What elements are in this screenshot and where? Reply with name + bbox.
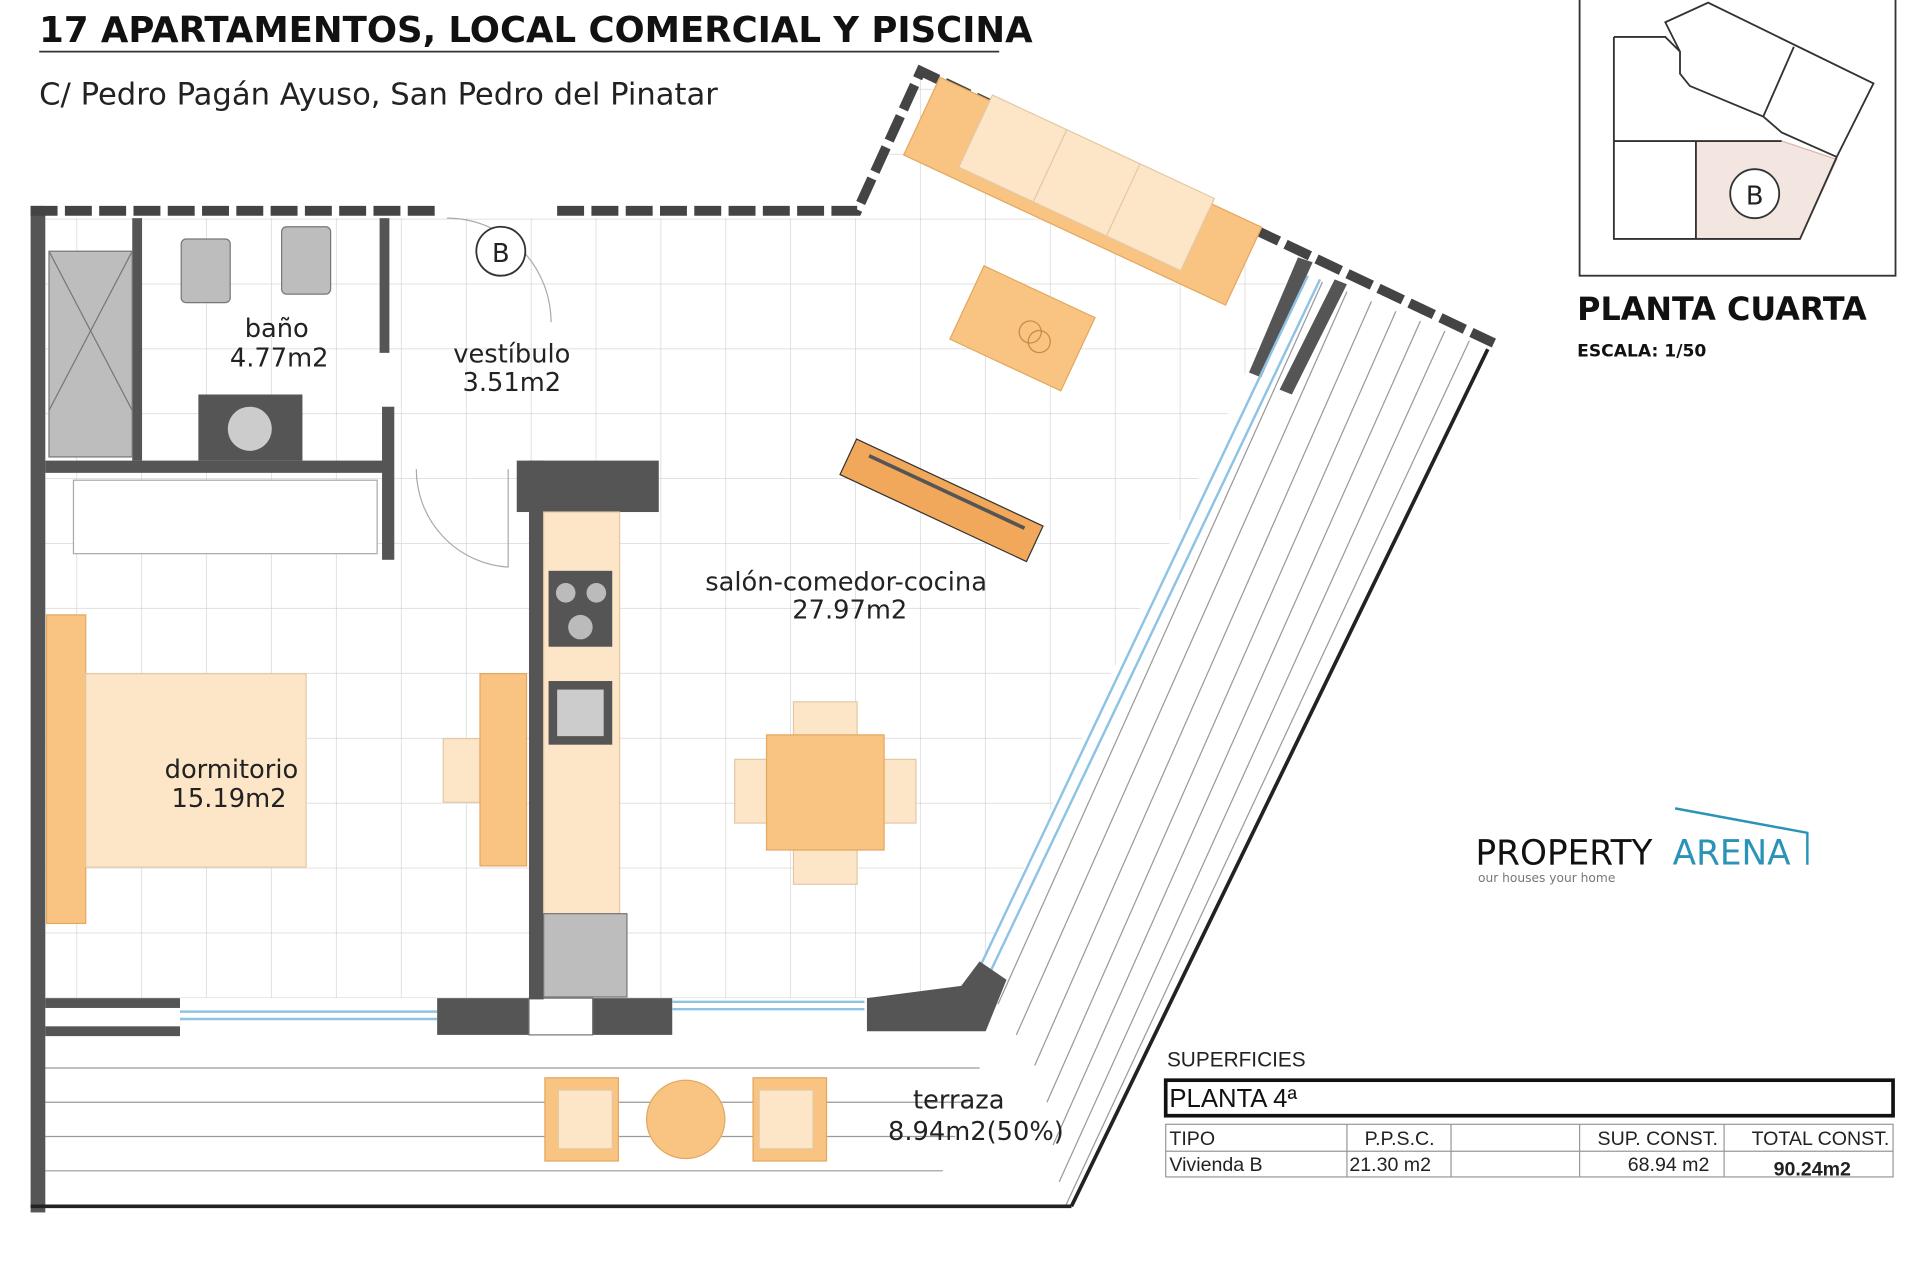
kitchen-counter bbox=[543, 511, 628, 998]
logo-part1: PROPERTY bbox=[1476, 834, 1653, 874]
surfaces-heading: SUPERFICIES bbox=[1167, 1049, 1306, 1072]
desk bbox=[442, 673, 528, 867]
room-area-living: 27.97m2 bbox=[792, 596, 907, 626]
bed bbox=[45, 614, 307, 925]
sofa bbox=[902, 76, 1263, 306]
terrace-furniture bbox=[544, 1077, 828, 1162]
room-area-bedroom: 15.19m2 bbox=[171, 784, 286, 814]
coffee-table bbox=[949, 265, 1096, 392]
room-name-terrace: terraza bbox=[913, 1085, 1005, 1115]
room-area-terrace: 8.94m2(50%) bbox=[888, 1117, 1064, 1147]
room-name-bedroom: dormitorio bbox=[165, 755, 299, 785]
col-tipo: TIPO bbox=[1169, 1128, 1215, 1150]
key-plan-marker: B bbox=[1746, 182, 1764, 212]
interior-walls bbox=[45, 218, 659, 1000]
tv-unit bbox=[839, 438, 1044, 563]
scale-label: ESCALA: 1/50 bbox=[1577, 342, 1706, 362]
logo-tagline: our houses your home bbox=[1478, 871, 1615, 885]
room-area-bathroom: 4.77m2 bbox=[230, 343, 329, 373]
unit-marker bbox=[475, 225, 527, 277]
room-area-hall: 3.51m2 bbox=[463, 368, 562, 398]
property-arena-logo: PROPERTY ARENA our houses your home bbox=[1476, 807, 1809, 885]
bathroom-fixtures bbox=[48, 226, 332, 461]
col-sup-const: SUP. CONST. bbox=[1598, 1128, 1718, 1150]
col-ppsc: P.P.S.C. bbox=[1365, 1128, 1435, 1150]
address: C/ Pedro Pagán Ayuso, San Pedro del Pina… bbox=[39, 77, 718, 112]
key-plan bbox=[1578, 0, 1897, 277]
room-name-hall: vestíbulo bbox=[453, 340, 570, 370]
col-total-const: TOTAL CONST. bbox=[1752, 1128, 1890, 1150]
outer-walls bbox=[30, 64, 1496, 1213]
cell-sup-const: 68.94 m2 bbox=[1628, 1154, 1710, 1176]
surfaces-floor: PLANTA 4ª bbox=[1169, 1085, 1297, 1113]
surfaces-table: SUPERFICIES PLANTA 4ª TIPO P.P.S.C. SUP.… bbox=[1163, 1049, 1895, 1181]
dining-table bbox=[734, 701, 917, 885]
unit-marker-label: B bbox=[492, 239, 510, 269]
terrace-deck bbox=[45, 281, 1470, 1207]
cell-tipo: Vivienda B bbox=[1169, 1154, 1262, 1176]
logo-part2: ARENA bbox=[1673, 834, 1792, 874]
room-name-bathroom: baño bbox=[245, 314, 309, 344]
room-name-living: salón-comedor-cocina bbox=[705, 567, 987, 597]
wardrobe bbox=[72, 479, 378, 555]
cell-total-const: 90.24m2 bbox=[1774, 1159, 1851, 1181]
floor-name: PLANTA CUARTA bbox=[1577, 290, 1867, 328]
page-title: 17 APARTAMENTOS, LOCAL COMERCIAL Y PISCI… bbox=[39, 10, 1033, 51]
cell-ppsc: 21.30 m2 bbox=[1349, 1154, 1431, 1176]
